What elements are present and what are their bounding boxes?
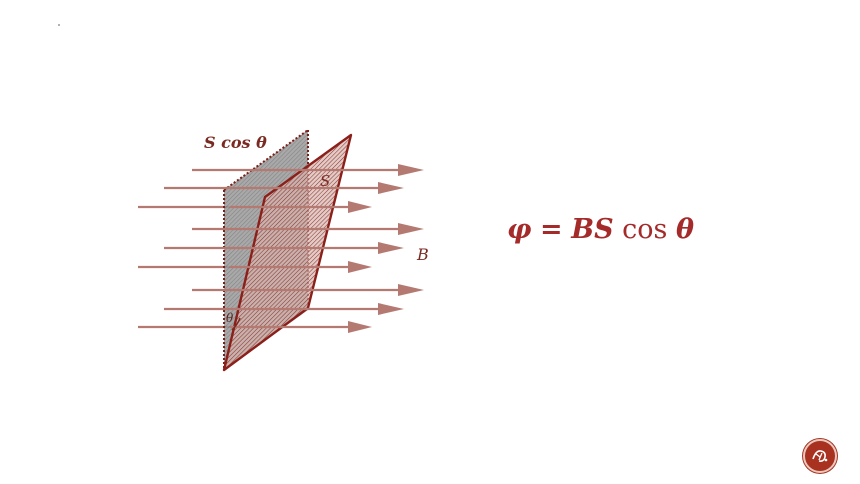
field-lines-back	[138, 205, 230, 329]
formula-phi: φ	[507, 214, 532, 245]
area-label: S	[320, 172, 330, 190]
angle-label: θ	[226, 311, 234, 325]
formula-equals: =	[540, 214, 563, 245]
surface-area-shape	[224, 135, 351, 370]
field-arrowheads	[348, 164, 424, 333]
flux-formula: φ = BS cos θ	[507, 214, 694, 245]
field-lines-front	[164, 168, 400, 329]
corner-dot	[58, 24, 60, 26]
formula-cos: cos	[622, 214, 668, 245]
angle-arc	[231, 317, 241, 331]
projection-label: S cos θ	[204, 133, 267, 152]
logo-seal-icon	[803, 439, 837, 473]
field-label: B	[416, 245, 429, 264]
formula-bs: BS	[571, 214, 614, 245]
formula-theta: θ	[676, 214, 695, 245]
